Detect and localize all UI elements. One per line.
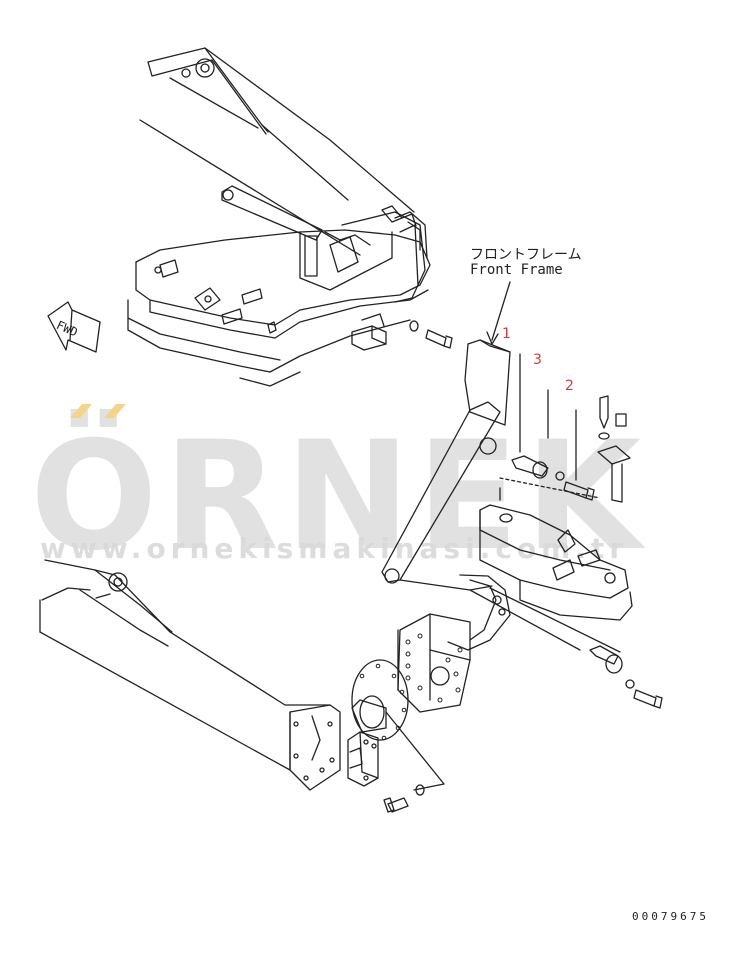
mid-parts [381,339,663,713]
callout-1: 1 [502,326,511,342]
lower-leader [385,711,445,791]
upper-front-frame [127,47,453,387]
cap-block [347,731,379,787]
watermark-umlaut-icon [70,404,126,418]
watermark-url: www.ornekismakinasi.com.tr [40,532,629,565]
callout-3: 3 [533,352,542,368]
front-frame-label-jp: フロントフレーム [470,247,582,263]
part-number: 00079675 [632,910,709,923]
front-frame-leader [491,281,511,341]
fwd-arrow-icon [47,301,101,353]
front-frame-label-en: Front Frame [470,262,563,278]
lower-rear-frame [39,559,341,791]
callout-2: 2 [565,378,574,394]
bolt-pattern [405,633,463,703]
